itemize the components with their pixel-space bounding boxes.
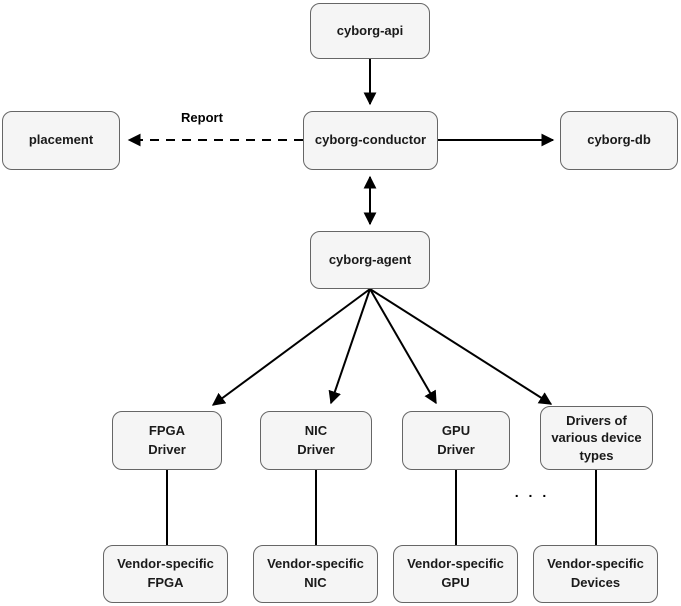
node-nic-driver: NIC Driver xyxy=(260,411,372,470)
node-vendor-specific-gpu: Vendor-specific GPU xyxy=(393,545,518,603)
node-gpu-driver: GPU Driver xyxy=(402,411,510,470)
node-cyborg-conductor: cyborg-conductor xyxy=(303,111,438,170)
node-placement: placement xyxy=(2,111,120,170)
ellipsis-more-drivers: . . . xyxy=(514,484,550,500)
edge-agent-to-various-drivers xyxy=(369,288,553,405)
node-cyborg-agent: cyborg-agent xyxy=(310,231,430,289)
node-vendor-specific-fpga: Vendor-specific FPGA xyxy=(103,545,228,603)
report-edge-label: Report xyxy=(181,110,223,125)
edge-agent-to-nic-driver xyxy=(328,288,371,405)
node-various-device-drivers: Drivers of various device types xyxy=(540,406,653,470)
node-fpga-driver: FPGA Driver xyxy=(112,411,222,470)
node-vendor-specific-devices: Vendor-specific Devices xyxy=(533,545,658,603)
edge-agent-to-fpga-driver xyxy=(211,288,371,406)
node-cyborg-db: cyborg-db xyxy=(560,111,678,170)
node-vendor-specific-nic: Vendor-specific NIC xyxy=(253,545,378,603)
node-cyborg-api: cyborg-api xyxy=(310,3,430,59)
edge-agent-to-gpu-driver xyxy=(369,288,437,405)
